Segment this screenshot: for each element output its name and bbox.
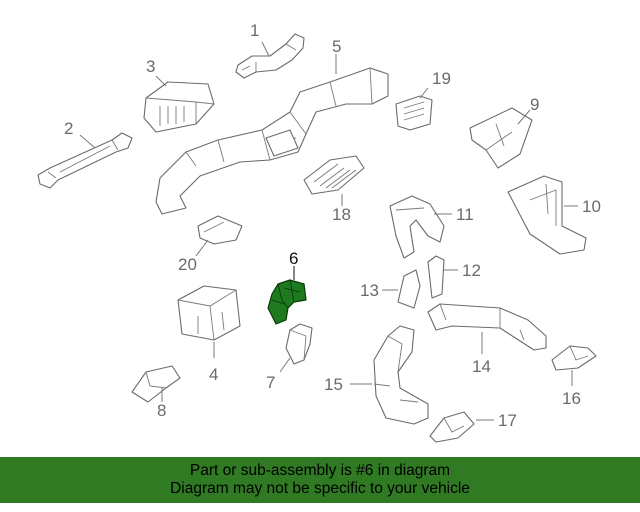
part-12-duct[interactable] bbox=[427, 255, 445, 299]
part-18-vent[interactable] bbox=[303, 155, 365, 195]
part-1-duct[interactable] bbox=[235, 33, 305, 79]
leader-19 bbox=[419, 87, 429, 99]
part-3-duct[interactable] bbox=[143, 81, 215, 133]
part-14-duct[interactable] bbox=[427, 303, 547, 351]
callout-3[interactable]: 3 bbox=[146, 57, 155, 76]
callout-11[interactable]: 11 bbox=[456, 205, 474, 224]
part-13-duct[interactable] bbox=[397, 269, 421, 309]
part-5-duct-assembly[interactable] bbox=[155, 67, 389, 215]
part-9-panel[interactable] bbox=[469, 107, 533, 169]
callout-8[interactable]: 8 bbox=[157, 401, 166, 420]
callout-19[interactable]: 19 bbox=[432, 69, 451, 88]
callout-15[interactable]: 15 bbox=[324, 375, 343, 394]
leader-9 bbox=[517, 109, 531, 125]
part-8-bracket[interactable] bbox=[131, 365, 181, 403]
callout-17[interactable]: 17 bbox=[498, 411, 517, 430]
callout-12[interactable]: 12 bbox=[462, 261, 481, 280]
leader-1 bbox=[261, 41, 270, 57]
info-banner: Part or sub-assembly is #6 in diagram Di… bbox=[0, 457, 640, 503]
callout-16[interactable]: 16 bbox=[562, 389, 581, 408]
part-2-duct[interactable] bbox=[37, 132, 133, 189]
leader-3 bbox=[155, 75, 167, 87]
part-7-duct[interactable] bbox=[285, 323, 313, 365]
callout-2[interactable]: 2 bbox=[64, 119, 73, 138]
part-4-box[interactable] bbox=[177, 285, 241, 341]
part-20-pad[interactable] bbox=[197, 215, 243, 245]
part-15-duct[interactable] bbox=[373, 325, 429, 425]
callout-1[interactable]: 1 bbox=[250, 21, 259, 40]
callout-6[interactable]: 6 bbox=[289, 249, 298, 268]
callout-10[interactable]: 10 bbox=[582, 197, 601, 216]
banner-line-1: Part or sub-assembly is #6 in diagram bbox=[189, 462, 451, 479]
part-19-vent[interactable] bbox=[395, 95, 433, 131]
part-10-duct[interactable] bbox=[507, 175, 587, 255]
leader-7 bbox=[279, 357, 291, 373]
part-11-duct[interactable] bbox=[389, 195, 445, 259]
parts-diagram: 1 2 3 5 18 19 9 10 bbox=[37, 21, 601, 443]
callout-4[interactable]: 4 bbox=[209, 365, 218, 384]
callout-7[interactable]: 7 bbox=[266, 373, 275, 392]
part-16-bracket[interactable] bbox=[551, 345, 597, 371]
callout-13[interactable]: 13 bbox=[360, 281, 379, 300]
banner-line-2: Diagram may not be specific to your vehi… bbox=[170, 480, 470, 497]
callout-5[interactable]: 5 bbox=[332, 37, 341, 56]
leader-2 bbox=[79, 134, 96, 149]
callout-9[interactable]: 9 bbox=[530, 95, 539, 114]
leader-20 bbox=[195, 239, 209, 257]
part-17-bracket[interactable] bbox=[429, 411, 475, 443]
part-6-duct-highlighted[interactable] bbox=[267, 279, 307, 325]
callout-18[interactable]: 18 bbox=[332, 205, 351, 224]
callout-20[interactable]: 20 bbox=[178, 255, 197, 274]
callout-14[interactable]: 14 bbox=[472, 357, 491, 376]
